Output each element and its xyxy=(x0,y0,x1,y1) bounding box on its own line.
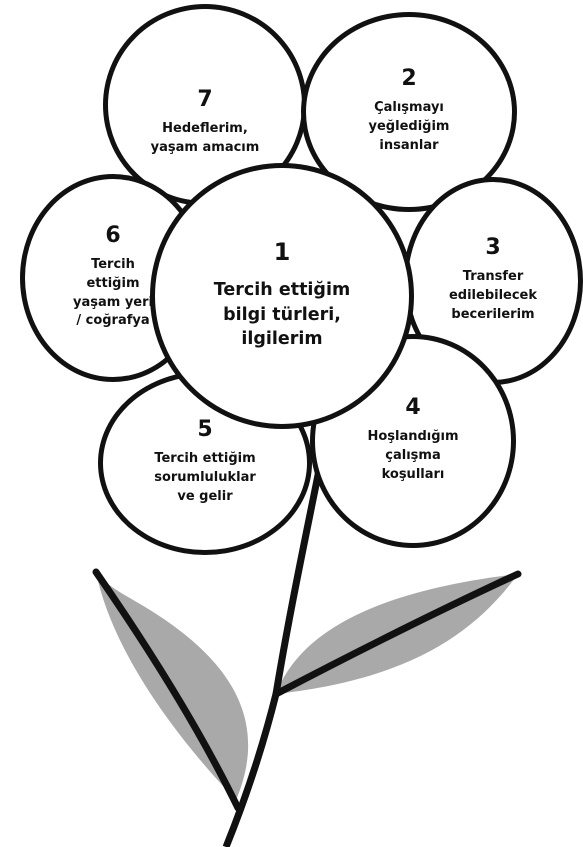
center-circle: 1 Tercih ettiğim bilgi türleri, ilgileri… xyxy=(150,163,414,429)
label-line: Hoşlandığım xyxy=(367,428,458,447)
petal-label: Çalışmayı yeğlediğim insanlar xyxy=(347,99,472,156)
label-line: Tercih xyxy=(73,256,153,275)
label-line: Hedeflerim, xyxy=(151,120,260,139)
petal-number: 7 xyxy=(197,89,212,111)
label-line: ve gelir xyxy=(154,488,256,507)
label-line: Çalışmayı xyxy=(369,99,450,118)
label-line: / coğrafya xyxy=(73,312,153,331)
petal-number: 2 xyxy=(401,68,416,90)
petal-number: 5 xyxy=(197,419,212,441)
label-line: koşulları xyxy=(367,466,458,485)
label-line: bilgi türleri, xyxy=(214,303,350,328)
petal-label: Hedeflerim, yaşam amacım xyxy=(129,120,282,158)
petal-number: 4 xyxy=(405,397,420,419)
label-line: yaşam yeri xyxy=(73,294,153,313)
petal-number: 3 xyxy=(485,237,500,259)
label-line: edilebilecek xyxy=(449,287,537,306)
label-line: ilgilerim xyxy=(214,327,350,352)
label-line: becerilerim xyxy=(449,306,537,325)
petal-label: Tercih ettiğim sorumluluklar ve gelir xyxy=(132,450,278,507)
petal-label: Transfer edilebilecek becerilerim xyxy=(427,268,559,325)
label-line: çalışma xyxy=(367,447,458,466)
petal-label: Hoşlandığım çalışma koşulları xyxy=(345,428,480,485)
right-leaf-vein xyxy=(276,574,518,694)
label-line: Transfer xyxy=(449,268,537,287)
label-line: Tercih ettiğim xyxy=(154,450,256,469)
label-line: Tercih ettiğim xyxy=(214,278,350,303)
label-line: ettiğim xyxy=(73,275,153,294)
center-number: 1 xyxy=(274,240,291,264)
center-label: Tercih ettiğim bilgi türleri, ilgilerim xyxy=(174,278,390,352)
label-line: sorumluluklar xyxy=(154,469,256,488)
label-line: insanlar xyxy=(369,137,450,156)
label-line: yeğlediğim xyxy=(369,118,450,137)
petal-number: 6 xyxy=(105,225,120,247)
label-line: yaşam amacım xyxy=(151,139,260,158)
